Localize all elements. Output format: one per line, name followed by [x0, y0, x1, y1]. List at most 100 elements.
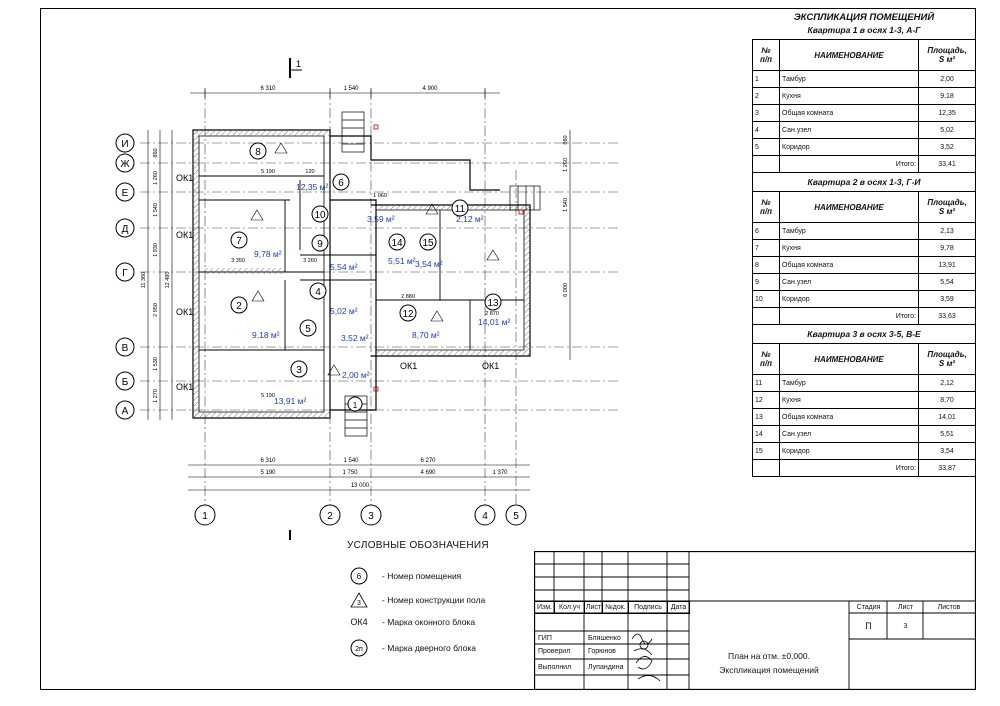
total-row: Итого:33,63 — [752, 307, 976, 325]
svg-text:5: 5 — [513, 511, 519, 522]
svg-text:1 530: 1 530 — [153, 357, 159, 371]
svg-text:В: В — [122, 343, 129, 354]
explication-table: ЭКСПЛИКАЦИЯ ПОМЕЩЕНИЙ Квартира 1 в осях … — [752, 8, 976, 477]
svg-text:3,52 м²: 3,52 м² — [341, 333, 369, 343]
svg-text:860: 860 — [563, 135, 569, 144]
svg-text:6 000: 6 000 — [563, 283, 569, 297]
apartment-title: Квартира 1 в осях 1-3, А-Г — [807, 25, 921, 35]
apartment-title: Квартира 3 в осях 3-5, В-Е — [752, 325, 976, 343]
svg-text:А: А — [122, 406, 129, 417]
top-dim: 4 900 — [422, 86, 438, 92]
svg-text:6: 6 — [357, 572, 362, 581]
axis-lines — [140, 90, 620, 505]
drawing-frame — [40, 8, 976, 690]
bottom-dim: 5 190 — [260, 470, 276, 476]
svg-text:7: 7 — [236, 236, 242, 247]
axis-number-bubbles: 1 2 3 4 5 — [194, 504, 527, 526]
svg-text:8,70 м²: 8,70 м² — [412, 330, 440, 340]
svg-text:1 540: 1 540 — [563, 198, 569, 212]
bottom-total-dim: 13 000 — [351, 483, 370, 489]
role-label: ГИП — [538, 634, 552, 642]
svg-text:12,35 м²: 12,35 м² — [296, 182, 328, 192]
svg-text:11 360: 11 360 — [141, 272, 147, 288]
col-header: Кол.уч — [554, 601, 585, 614]
bottom-dim: 6 310 — [260, 458, 276, 464]
role-label: Выполнил — [538, 663, 572, 671]
svg-text:12: 12 — [402, 309, 414, 320]
stage-label: Стадия — [856, 604, 881, 611]
svg-text:Е: Е — [122, 188, 129, 199]
svg-text:9: 9 — [317, 239, 323, 250]
svg-text:4: 4 — [315, 287, 321, 298]
red-markers — [373, 124, 524, 392]
sheet-label: Лист — [897, 604, 914, 611]
top-dimension-lines — [190, 88, 500, 98]
svg-text:3: 3 — [368, 511, 374, 522]
svg-text:3,59 м²: 3,59 м² — [367, 214, 395, 224]
legend-item: 3 - Номер конструкции пола — [344, 591, 485, 609]
svg-text:2: 2 — [327, 511, 333, 522]
apartment-title: Квартира 2 в осях 1-3, Г-И — [752, 173, 976, 191]
svg-text:12 480: 12 480 — [165, 272, 171, 289]
svg-text:10: 10 — [314, 210, 326, 221]
svg-text:120: 120 — [305, 169, 314, 175]
bottom-dim: 6 270 — [420, 458, 436, 464]
role-name: Бляшенко — [588, 634, 621, 642]
svg-text:ОК1: ОК1 — [176, 382, 193, 392]
svg-text:2 950: 2 950 — [153, 303, 159, 317]
signature — [631, 633, 661, 682]
svg-text:2 880: 2 880 — [401, 294, 415, 300]
svg-text:2п: 2п — [355, 646, 363, 653]
top-dim: 1 540 — [343, 86, 359, 92]
sheets-label: Листов — [937, 604, 961, 611]
svg-text:ОК1: ОК1 — [176, 307, 193, 317]
col-header: Подпись — [628, 601, 668, 614]
bottom-dim: 1 750 — [342, 470, 358, 476]
role-name: Горюнов — [588, 648, 616, 655]
svg-text:5 190: 5 190 — [261, 393, 275, 399]
svg-text:2,00 м²: 2,00 м² — [342, 370, 370, 380]
svg-text:ОК1: ОК1 — [176, 230, 193, 240]
top-dim: 6 310 — [260, 86, 276, 92]
svg-text:Ж: Ж — [120, 159, 130, 170]
svg-text:5: 5 — [305, 324, 311, 335]
bottom-dimension-lines — [188, 464, 530, 491]
svg-text:1 060: 1 060 — [373, 193, 387, 199]
svg-text:5,02 м²: 5,02 м² — [330, 306, 358, 316]
svg-text:8: 8 — [255, 147, 261, 158]
svg-text:ОК1: ОК1 — [400, 361, 417, 371]
svg-text:860: 860 — [153, 148, 159, 157]
svg-text:13,91 м²: 13,91 м² — [274, 396, 306, 406]
col-header: №док. — [602, 601, 629, 614]
svg-text:6: 6 — [338, 178, 344, 189]
sheet-value: 3 — [903, 622, 908, 630]
svg-text:15: 15 — [422, 238, 434, 249]
section-mark-top: 1 — [289, 58, 302, 78]
window-marks: ОК1 ОК1 ОК1 ОК1 ОК1 ОК1 — [176, 173, 499, 392]
bottom-dim: 1 540 — [343, 458, 359, 464]
role-label: Проверил — [538, 648, 571, 655]
svg-text:2: 2 — [236, 301, 242, 312]
room-labels: 8 6 10 11 7 9 14 15 4 2 5 12 13 3 1 12,3… — [230, 142, 510, 412]
col-header: Дата — [667, 601, 690, 614]
svg-text:5,54 м²: 5,54 м² — [330, 262, 358, 272]
left-dimension-lines — [147, 130, 173, 420]
svg-text:14,01 м²: 14,01 м² — [478, 317, 510, 327]
section-mark-bottom: 1 — [289, 530, 291, 540]
bottom-dim: 4 690 — [420, 470, 436, 476]
svg-text:3,54 м²: 3,54 м² — [415, 259, 443, 269]
svg-text:9,78 м²: 9,78 м² — [254, 249, 282, 259]
